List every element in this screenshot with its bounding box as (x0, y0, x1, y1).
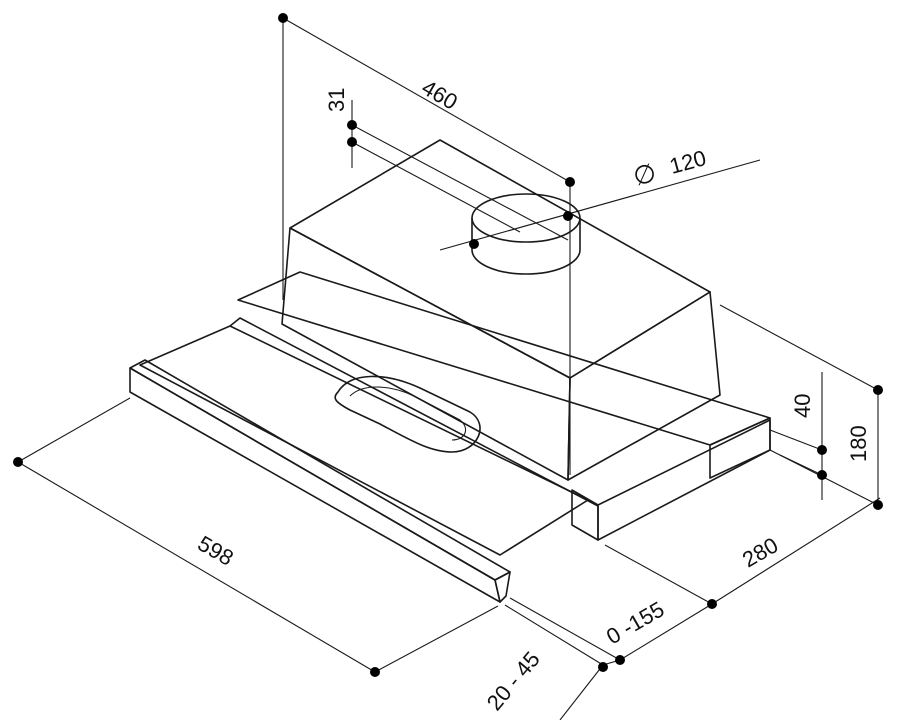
dimension-dots (13, 13, 883, 677)
motor-box-side (567, 291, 721, 481)
front-trim-face (129, 367, 501, 603)
hood-body (129, 139, 771, 603)
visor-tray-lip (229, 317, 599, 507)
label-height-total: 460 (418, 75, 462, 115)
label-width: 598 (194, 531, 238, 571)
label-front-trim: 20 - 45 (482, 647, 545, 716)
visor-handle-recess (334, 375, 481, 453)
visor-handle-inner (349, 386, 467, 441)
duct-collar-body (471, 218, 581, 275)
dimension-lines (17, 16, 881, 720)
lower-housing-front (571, 489, 599, 541)
label-offset-top: 31 (324, 88, 349, 112)
label-depth-upper: 40 (790, 394, 815, 418)
base-plate-side (709, 417, 771, 479)
front-trim-end (494, 571, 511, 603)
dimension-labels: 460 31 ∅ 120 40 180 280 0 -155 20 - 45 5… (194, 75, 872, 716)
motor-box-front (281, 227, 571, 481)
label-duct-diameter: 120 (667, 145, 709, 179)
label-height-overall: 180 (846, 425, 871, 462)
duct-collar-top (471, 193, 581, 243)
label-depth: 280 (738, 532, 782, 572)
lower-housing-right (597, 419, 771, 541)
label-duct-diameter-symbol: ∅ (630, 157, 660, 192)
label-slide-travel: 0 -155 (602, 596, 669, 649)
front-trim-top (129, 359, 511, 581)
visor-tray-top (139, 325, 589, 556)
